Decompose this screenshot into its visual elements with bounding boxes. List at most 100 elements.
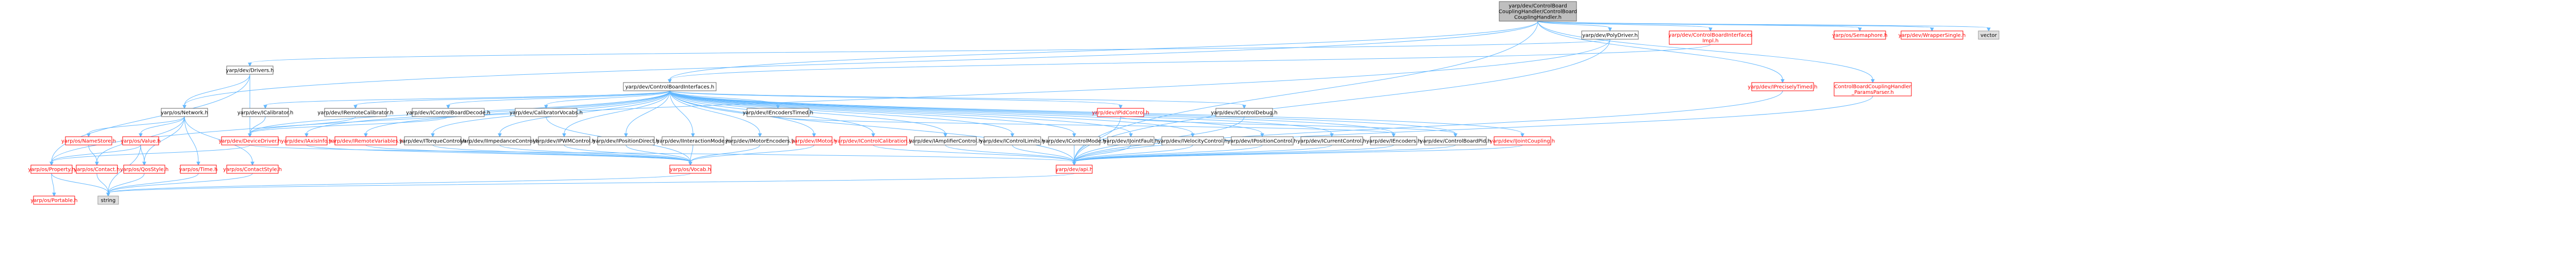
node-label: yarp/dev/IControlLimits.h (980, 139, 1045, 144)
node-controlboardinterfaces-h[interactable]: yarp/dev/ControlBoardInterfaces.h (623, 82, 717, 91)
node-label: yarp/os/Semaphore.h (1832, 33, 1887, 39)
node-iimpedancecontrol-h[interactable]: yarp/dev/IImpedanceControl.h (461, 136, 539, 145)
node-property-h[interactable]: yarp/os/Property.h (28, 165, 75, 174)
node-icontrollimits-h[interactable]: yarp/dev/IControlLimits.h (980, 136, 1045, 145)
node-icontrolmode-h[interactable]: yarp/dev/IControlMode.h (1042, 136, 1106, 145)
node-iamplifiercontrol-h[interactable]: yarp/dev/IAmplifierControl.h (909, 136, 982, 145)
node-label: yarp/dev/DeviceDriver.h (218, 139, 281, 144)
edge-ControlBoardInterfaces_h-to-IControlDebug_h (669, 90, 1246, 109)
edge-root-to-ControlBoardInterfacesImpl_h (1537, 21, 1713, 32)
edge-ControlBoardInterfaces_h-to-IInteractionMode_h (669, 90, 695, 138)
node-label: string (101, 198, 116, 204)
node-label: yarp/dev/ControlBoardInterfaces.h (625, 85, 715, 90)
node-paramsparser-h[interactable]: ControlBoardCouplingHandler_ParamsParser… (1834, 82, 1912, 96)
node-drivers-h[interactable]: yarp/dev/Drivers.h (226, 66, 274, 75)
edge-ControlBoardInterfaces_h-to-IControlLimits_h (669, 90, 1014, 138)
node-portable-h[interactable]: yarp/os/Portable.h (30, 196, 78, 205)
node-iencoderstimed-h[interactable]: yarp/dev/IEncodersTimed.h (742, 108, 814, 117)
node-label: yarp/dev/ControlBoardInterfaces (1668, 33, 1752, 38)
node-label: yarp/os/Network.h (161, 110, 208, 116)
node-label: yarp/dev/api.h (1056, 167, 1093, 173)
edge-root-to-ParamsParser_h (1537, 21, 1875, 84)
node-label: yarp/os/Time.h (179, 167, 218, 173)
edge-ParamsParser_h-to-api_h (1072, 95, 1873, 166)
node-ivelocitycontrol-h[interactable]: yarp/dev/IVelocityControl.h (1158, 136, 1228, 145)
edge-ControlBoardInterfaces_h-to-IMotorEncoders_h (669, 90, 762, 138)
node-label: Impl.h (1702, 38, 1718, 44)
node-wrappersingle-h[interactable]: yarp/dev/WrapperSingle.h (1899, 30, 1966, 40)
node-label: yarp/dev/IEncoders.h (1366, 139, 1421, 144)
edge-ControlBoardInterfaces_h-to-IControlMode_h (669, 90, 1076, 138)
node-label: yarp/dev/ICalibrator.h (238, 110, 294, 116)
node-namestore-h[interactable]: yarp/os/NameStore.h (61, 136, 116, 145)
edge-Property_h-to-Portable_h (51, 173, 56, 197)
node-label: yarp/dev/IVelocityControl.h (1158, 139, 1228, 144)
edge-Network_h-to-NameStore_h (87, 116, 185, 138)
node-vocab-h[interactable]: yarp/os/Vocab.h (669, 165, 711, 174)
node-iaxisinfo-h[interactable]: yarp/dev/IAxisInfo.h (281, 136, 332, 145)
edge-Network_h-to-Value_h (139, 116, 185, 138)
node-value-h[interactable]: yarp/os/Value.h (121, 136, 161, 145)
node-ipositioncontrol-h[interactable]: yarp/dev/IPositionControl.h (1227, 136, 1297, 145)
node-ipositiondirect-h[interactable]: yarp/dev/IPositionDirect.h (592, 136, 659, 145)
node-imotorencoders-h[interactable]: yarp/dev/IMotorEncoders.h (725, 136, 795, 145)
edge-ControlBoardInterfaces_h-to-IPidControl_h (669, 90, 1123, 109)
node-icontrolcalibration-h[interactable]: yarp/dev/IControlCalibration.h (835, 136, 912, 145)
node-label: yarp/dev/ControlBoardPid.h (1420, 139, 1491, 144)
node-icontroldebug-h[interactable]: yarp/dev/IControlDebug.h (1211, 108, 1278, 117)
edge-root-to-Network_h (182, 21, 1538, 109)
edge-Value_h-to-Property_h (49, 144, 141, 166)
edge-NameStore_h-to-Contact_h (88, 144, 99, 166)
node-icurrentcontrol-h[interactable]: yarp/dev/ICurrentControl.h (1297, 136, 1366, 145)
node-calibratorvocabs-h[interactable]: yarp/dev/CalibratorVocabs.h (510, 108, 583, 117)
node-ijointfault-h[interactable]: yarp/dev/IJointFault.h (1104, 136, 1158, 145)
node-imotor-h[interactable]: yarp/dev/IMotor.h (791, 136, 837, 145)
node-itorquecontrol-h[interactable]: yarp/dev/ITorqueControl.h (399, 136, 466, 145)
node-iremotecalibrator-h[interactable]: yarp/dev/IRemoteCalibrator.h (317, 108, 394, 117)
node-semaphore-h[interactable]: yarp/os/Semaphore.h (1832, 30, 1888, 40)
node-ipidcontrol-h[interactable]: yarp/dev/IPidControl.h (1092, 108, 1149, 117)
node-label: yarp/dev/Drivers.h (226, 68, 274, 74)
edge-Network_h-to-ContactStyle_h (184, 116, 255, 166)
node-label: CouplingHandler.h (1514, 15, 1562, 21)
node-api-h[interactable]: yarp/dev/api.h (1056, 165, 1093, 174)
node-string[interactable]: string (97, 196, 119, 205)
node-icontrolboarddecoder-h[interactable]: yarp/dev/IControlBoardDecode.h (406, 108, 490, 117)
node-label: yarp/dev/IMotor.h (791, 139, 837, 144)
edge-IEncodersTimed_h-to-IEncoders_h (777, 116, 1396, 138)
node-iremotevariables-h[interactable]: yarp/dev/IRemoteVariables.h (329, 136, 403, 145)
edge-IControlLimits_h-to-api_h (1012, 144, 1076, 166)
node-contactstyle-h[interactable]: yarp/os/ContactStyle.h (223, 165, 282, 174)
node-iinteractionmode-h[interactable]: yarp/dev/IInteractionMode.h (656, 136, 730, 145)
edge-ControlBoardInterfaces_h-to-ICalibrator_h (263, 90, 670, 109)
node-label: _ParamsParser.h (1851, 90, 1894, 95)
node-icalibrator-h[interactable]: yarp/dev/ICalibrator.h (238, 108, 294, 117)
node-label: yarp/dev/IControlDebug.h (1211, 110, 1277, 116)
edge-ControlBoardInterfaces_h-to-IPWMControl_h (562, 90, 670, 138)
node-label: yarp/dev/IPidControl.h (1092, 110, 1149, 116)
node-preciselytimed-h[interactable]: yarp/dev/IPreciselyTimed.h (1748, 82, 1818, 91)
node-iencoders-h[interactable]: yarp/dev/IEncoders.h (1366, 136, 1421, 145)
node-label: yarp/os/Property.h (28, 167, 75, 173)
node-label: yarp/dev/ITorqueControl.h (399, 139, 466, 144)
node-qosstyle-h[interactable]: yarp/os/QosStyle.h (120, 165, 168, 174)
edge-ControlBoardInterfaces_h-to-IControlBoardDecoder_h (446, 90, 670, 109)
node-devicedriver-h[interactable]: yarp/dev/DeviceDriver.h (218, 136, 281, 145)
node-network-h[interactable]: yarp/os/Network.h (161, 108, 208, 117)
node-controlboardpid-h[interactable]: yarp/dev/ControlBoardPid.h (1420, 136, 1491, 145)
node-vector[interactable]: vector (1978, 30, 1999, 40)
node-polydriver-h[interactable]: yarp/dev/PolyDriver.h (1581, 30, 1639, 40)
node-label: yarp/dev/IControlCalibration.h (835, 139, 912, 144)
node-ipwmcontrol-h[interactable]: yarp/dev/IPWMControl.h (533, 136, 596, 145)
edge-api_h-to-string (106, 173, 1075, 197)
node-time-h[interactable]: yarp/os/Time.h (179, 165, 218, 174)
node-label: yarp/os/Value.h (121, 139, 161, 144)
edge-Drivers_h-to-Property_h (49, 74, 250, 166)
edge-IMotorEncoders_h-to-Vocab_h (688, 144, 760, 166)
edge-Network_h-to-Time_h (184, 116, 200, 166)
node-ijointcoupling-h[interactable]: yarp/dev/IJointCoupling.h (1490, 136, 1555, 145)
node-contact-h[interactable]: yarp/os/Contact.h (74, 165, 120, 174)
node-label: yarp/dev/IControlBoardDecode.h (406, 110, 490, 116)
edge-Drivers_h-to-Network_h (182, 74, 250, 109)
